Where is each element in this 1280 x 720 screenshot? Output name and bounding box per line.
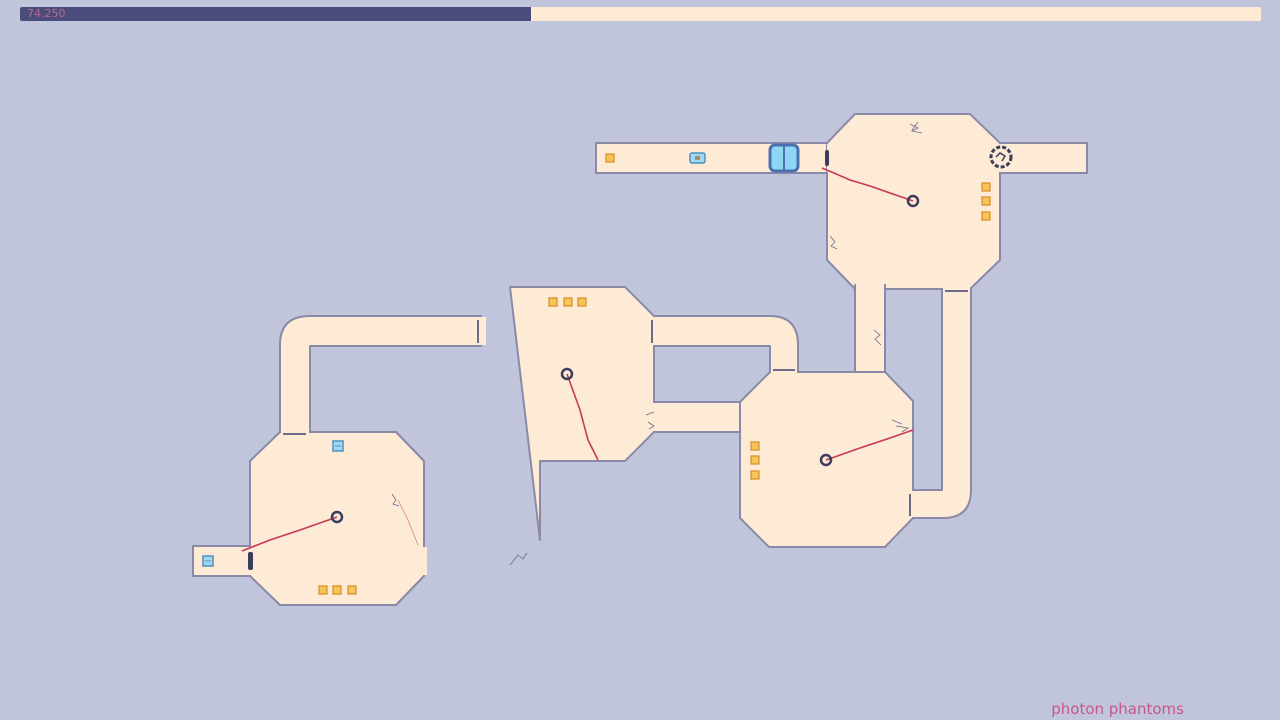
corridor-right-bend [653, 315, 799, 373]
corridor-right-j [911, 288, 972, 519]
floor-tiles [192, 113, 1088, 606]
room-top-right [826, 113, 1001, 290]
room-left [249, 431, 425, 606]
level-name: photon phantoms [1051, 700, 1184, 718]
turret-top [906, 194, 920, 208]
debris [391, 121, 923, 566]
turret-left [330, 510, 344, 524]
turret-middle [560, 367, 574, 381]
time-remaining-text: 74.250 [27, 7, 66, 20]
locked-door-left [248, 552, 253, 570]
oneway-platforms [283, 290, 968, 516]
exit-door [768, 143, 800, 173]
room-middle [509, 286, 655, 541]
locked-door-top [825, 150, 829, 166]
turret-right [819, 453, 833, 467]
top-right-corridor [994, 142, 1088, 174]
time-bar: 74.250 [20, 7, 1261, 21]
corridor-left-bend [279, 315, 482, 433]
corridor-left-stub [192, 545, 251, 577]
gold-pieces [318, 153, 991, 595]
turrets [330, 194, 920, 524]
shaft-top [854, 284, 886, 381]
time-remaining-fill [20, 7, 532, 21]
ninja-player [989, 145, 1013, 169]
turret-lasers [241, 167, 914, 552]
